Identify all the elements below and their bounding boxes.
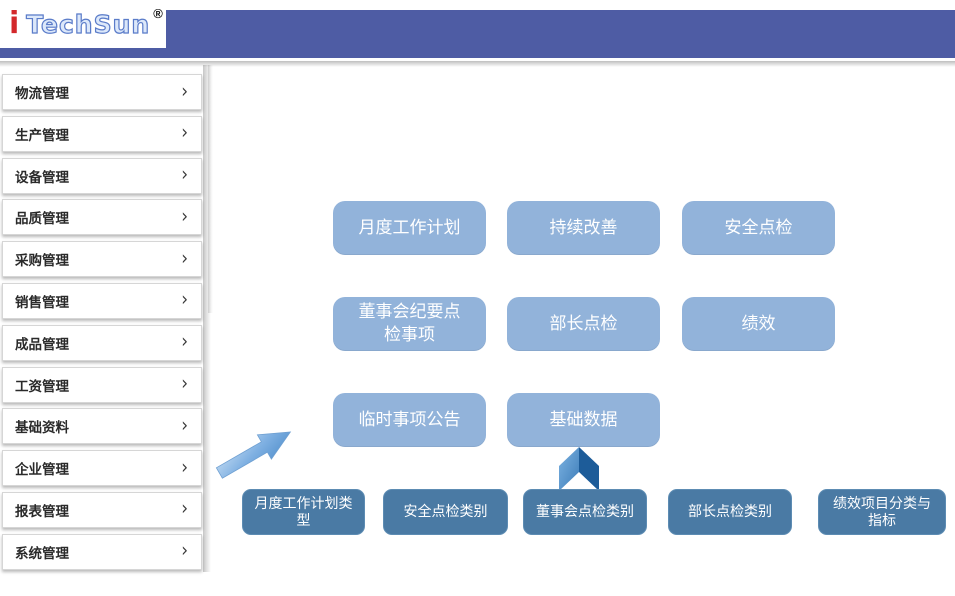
- category-board-inspection-type-button[interactable]: 董事会点检类别: [523, 489, 647, 535]
- sidebar-item-equipment[interactable]: 设备管理 ›: [2, 157, 202, 194]
- chevron-right-icon: ›: [181, 497, 188, 521]
- feature-board-minutes-inspection-button[interactable]: 董事会纪要点检事项: [333, 297, 486, 351]
- category-monthly-work-plan-type-button[interactable]: 月度工作计划类型: [242, 489, 365, 535]
- feature-performance-button[interactable]: 绩效: [682, 297, 835, 351]
- sidebar-item-quality[interactable]: 品质管理 ›: [2, 199, 202, 236]
- sidebar-item-sales[interactable]: 销售管理 ›: [2, 282, 202, 319]
- feature-temporary-announcement-button[interactable]: 临时事项公告: [333, 393, 486, 447]
- feature-continuous-improvement-button[interactable]: 持续改善: [507, 201, 660, 255]
- chevron-right-icon: ›: [181, 163, 188, 187]
- logo-i-mark: i: [9, 6, 20, 41]
- sidebar-item-production[interactable]: 生产管理 ›: [2, 115, 202, 152]
- category-minister-inspection-type-button[interactable]: 部长点检类别: [668, 489, 792, 535]
- sidebar-item-payroll[interactable]: 工资管理 ›: [2, 366, 202, 403]
- sidebar-menu: 物流管理 › 生产管理 › 设备管理 › 品质管理 › 采购管理 › 销售管理 …: [2, 74, 202, 576]
- sidebar-item-label: 工资管理: [15, 378, 69, 394]
- chevron-right-icon: ›: [181, 121, 188, 145]
- registered-trademark-icon: ®: [153, 6, 163, 21]
- category-safety-inspection-type-button[interactable]: 安全点检类别: [383, 489, 508, 535]
- header-shadow: [0, 61, 955, 67]
- feature-monthly-work-plan-button[interactable]: 月度工作计划: [333, 201, 486, 255]
- sidebar-item-label: 设备管理: [15, 169, 69, 185]
- sidebar-item-enterprise[interactable]: 企业管理 ›: [2, 450, 202, 487]
- sidebar-item-label: 报表管理: [15, 503, 69, 519]
- sidebar-item-label: 系统管理: [15, 545, 69, 561]
- sidebar-item-label: 销售管理: [15, 294, 69, 310]
- chevron-right-icon: ›: [181, 456, 188, 480]
- sidebar-item-label: 基础资料: [15, 420, 69, 436]
- sidebar-item-finished-goods[interactable]: 成品管理 ›: [2, 324, 202, 361]
- category-performance-classification-button[interactable]: 绩效项目分类与指标: [818, 489, 946, 535]
- up-right-arrow-icon: [215, 431, 292, 479]
- sidebar-item-label: 企业管理: [15, 462, 69, 478]
- chevron-right-icon: ›: [181, 205, 188, 229]
- sidebar-item-reports[interactable]: 报表管理 ›: [2, 491, 202, 528]
- sidebar-item-label: 采购管理: [15, 253, 69, 269]
- sidebar-item-label: 物流管理: [15, 86, 69, 101]
- sidebar-item-basic-data[interactable]: 基础资料 ›: [2, 408, 202, 445]
- chevron-right-icon: ›: [181, 414, 188, 438]
- chevron-right-icon: ›: [181, 330, 188, 354]
- chevron-right-icon: ›: [181, 372, 188, 396]
- logo-brand-name: TechSun: [26, 9, 151, 39]
- chevron-right-icon: ›: [181, 288, 188, 312]
- logo: i TechSun ®: [0, 0, 166, 48]
- up-chevron-arrow-icon: [559, 447, 599, 491]
- chevron-right-icon: ›: [181, 79, 188, 103]
- sidebar-item-label: 成品管理: [15, 336, 69, 352]
- sidebar-item-label: 生产管理: [15, 127, 69, 143]
- sidebar-item-logistics[interactable]: 物流管理 ›: [2, 74, 202, 110]
- sidebar-right-shadow: [203, 65, 211, 572]
- sidebar-item-system[interactable]: 系统管理 ›: [2, 533, 202, 570]
- chevron-right-icon: ›: [181, 247, 188, 271]
- sidebar-scroll-track: [208, 65, 213, 313]
- feature-minister-inspection-button[interactable]: 部长点检: [507, 297, 660, 351]
- chevron-right-icon: ›: [181, 539, 188, 563]
- feature-basic-data-button[interactable]: 基础数据: [507, 393, 660, 447]
- feature-safety-inspection-button[interactable]: 安全点检: [682, 201, 835, 255]
- sidebar-item-label: 品质管理: [15, 211, 69, 227]
- sidebar-item-purchasing[interactable]: 采购管理 ›: [2, 241, 202, 278]
